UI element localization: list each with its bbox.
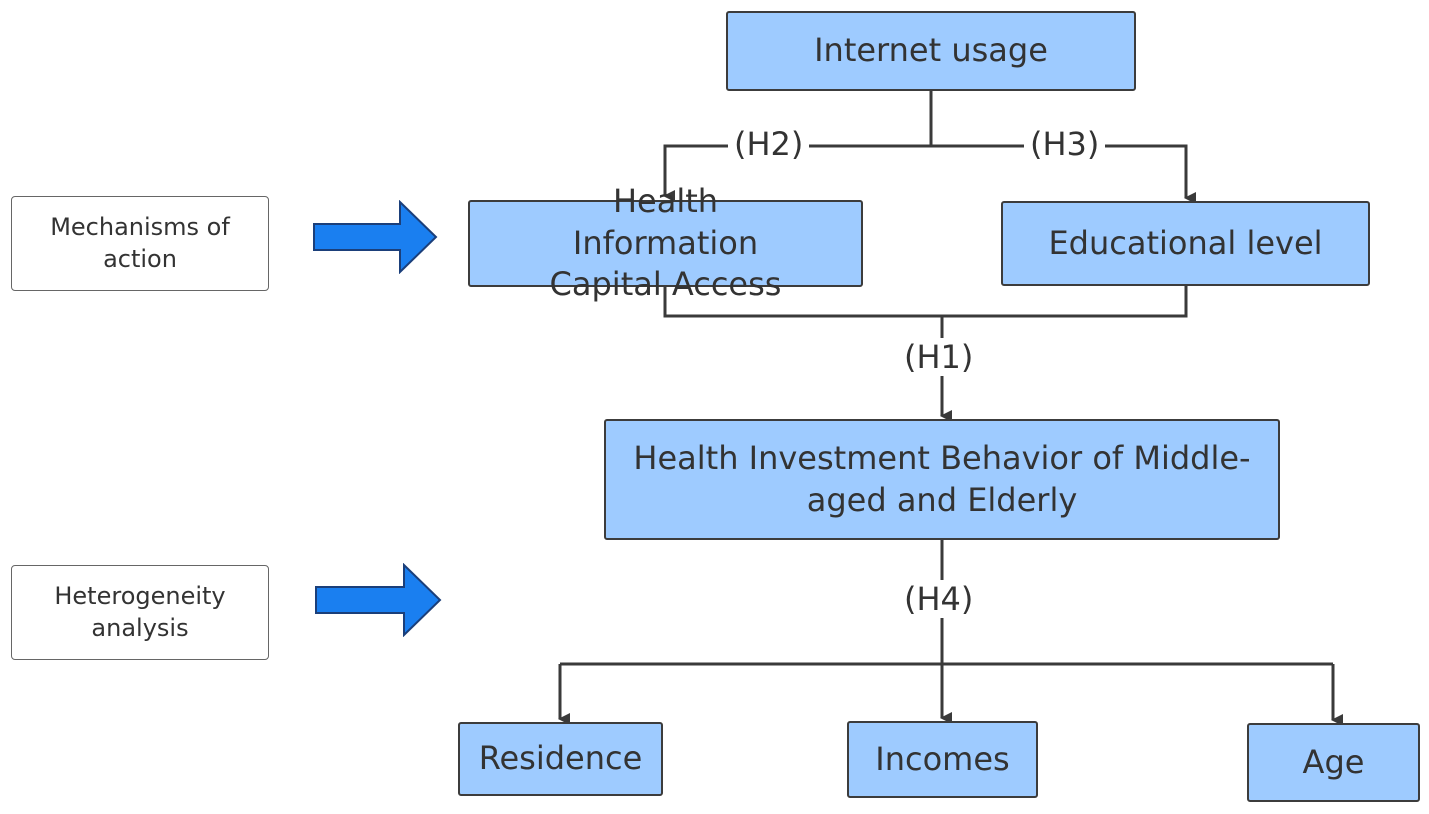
- node-internet-usage: Internet usage: [726, 11, 1136, 91]
- node-educational-level: Educational level: [1001, 201, 1370, 286]
- node-health-investment: Health Investment Behavior of Middle-age…: [604, 419, 1280, 540]
- arrow-right-icon: [313, 200, 438, 274]
- node-residence: Residence: [458, 722, 663, 796]
- node-health-information: Health Information Capital Access: [468, 182, 863, 303]
- node-incomes: Incomes: [847, 721, 1038, 798]
- block-arrow-mechanisms: [313, 200, 438, 274]
- connector-h3: [931, 144, 1196, 204]
- connector-h2: [663, 144, 931, 202]
- hypothesis-h3: (H3): [1024, 125, 1106, 164]
- block-arrow-heterogeneity: [315, 563, 442, 637]
- node-age: Age: [1247, 723, 1420, 802]
- arrow-right-icon: [315, 563, 442, 637]
- connector-merge-left: [663, 287, 942, 318]
- hypothesis-h1: (H1): [898, 338, 980, 377]
- connector-merge-right: [942, 285, 1188, 318]
- label-heterogeneity-analysis: Heterogeneity analysis: [11, 565, 269, 660]
- hypothesis-h4: (H4): [898, 580, 980, 619]
- hypothesis-h2: (H2): [728, 125, 810, 164]
- label-mechanisms-of-action: Mechanisms of action: [11, 196, 269, 291]
